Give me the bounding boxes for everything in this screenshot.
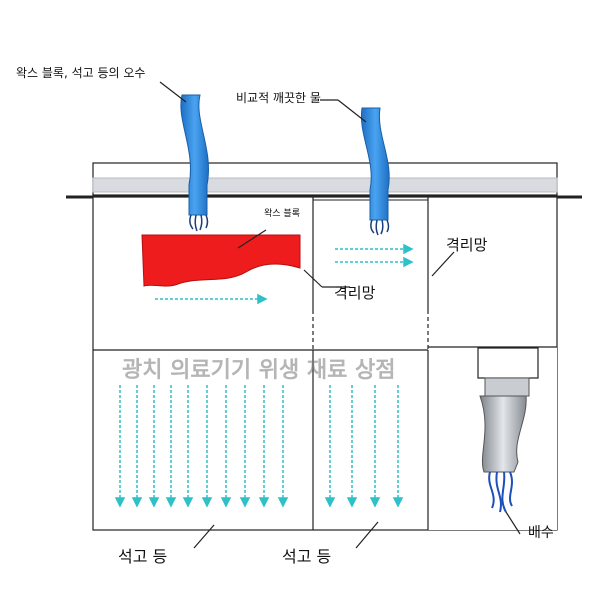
drain-outlet-neck	[484, 377, 530, 397]
label-clean-inflow: 비교적 깨끗한 물	[236, 91, 321, 105]
label-wax-inflow: 왁스 블록, 석고 등의 오수	[16, 66, 146, 80]
vertical-flow-arrows-left	[114, 385, 289, 508]
clean-inflow-stream	[370, 219, 390, 236]
horizontal-flow-arrows	[155, 243, 414, 305]
label-separator-mid: 격리망	[334, 284, 376, 302]
label-gypsum-left: 석고 등	[118, 547, 168, 566]
watermark-text: 광치 의료기기 위생 재료 상점	[122, 358, 396, 383]
wax-block-shape	[141, 234, 301, 287]
label-separator-right: 격리망	[446, 236, 488, 254]
clean-inflow-hose	[360, 107, 390, 221]
leader-lines	[159, 81, 521, 549]
wax-inflow-stream	[189, 214, 209, 232]
vertical-flow-arrows-mid	[324, 385, 404, 508]
drain-outlet-collar	[477, 347, 539, 379]
label-wax-block: 왁스 블록	[264, 209, 300, 219]
drain-water	[488, 471, 513, 513]
label-drain: 배수	[528, 525, 554, 541]
drain-hose	[479, 395, 527, 473]
tank-rail	[92, 177, 558, 193]
wax-inflow-hose	[180, 94, 209, 216]
label-gypsum-mid: 석고 등	[282, 547, 332, 566]
